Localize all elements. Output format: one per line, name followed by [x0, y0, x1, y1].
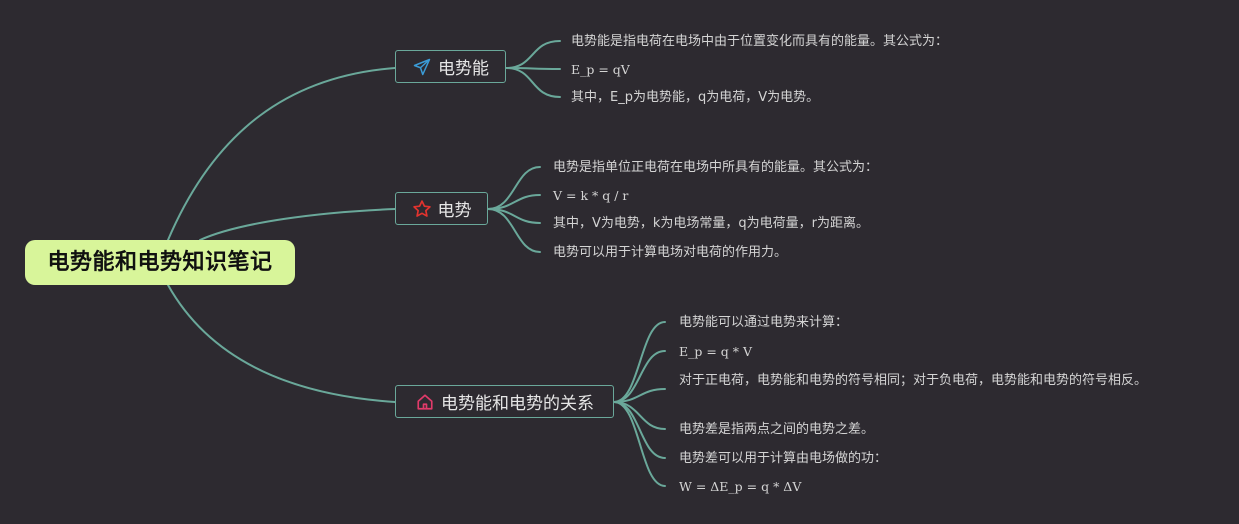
leaf-b2-2[interactable]: V = k * q / r — [553, 188, 629, 203]
leaf-b3-2[interactable]: E_p = q * V — [679, 344, 753, 359]
leaf-b3-6[interactable]: W = ΔE_p = q * ΔV — [679, 479, 802, 494]
branch-label: 电势能和电势的关系 — [441, 394, 594, 414]
leaf-b2-4[interactable]: 电势可以用于计算电场对电荷的作用力。 — [553, 245, 788, 260]
link-b1-leaf-3 — [505, 67, 561, 98]
link-b2-leaf-4 — [487, 208, 541, 253]
link-root-branch-1 — [167, 67, 396, 241]
leaf-b3-3[interactable]: 对于正电荷，电势能和电势的符号相同；对于负电荷，电势能和电势的符号相反。 — [679, 373, 1148, 388]
star-icon — [412, 199, 432, 219]
link-root-branch-2 — [199, 208, 396, 241]
leaf-b3-5[interactable]: 电势差可以用于计算由电场做的功： — [679, 451, 888, 466]
branch-relationship[interactable]: 电势能和电势的关系 — [395, 385, 614, 418]
link-root-branch-3 — [167, 284, 396, 403]
link-b3-leaf-5 — [613, 401, 666, 459]
leaf-b2-1[interactable]: 电势是指单位正电荷在电场中所具有的能量。其公式为： — [553, 160, 879, 175]
leaf-b1-1[interactable]: 电势能是指电荷在电场中由于位置变化而具有的能量。其公式为： — [571, 34, 949, 49]
branch-potential[interactable]: 电势 — [395, 192, 488, 225]
branch-label: 电势 — [437, 201, 472, 221]
paper-plane-icon — [412, 57, 432, 77]
leaf-b1-2[interactable]: E_p = qV — [571, 62, 630, 77]
leaf-b3-4[interactable]: 电势差是指两点之间的电势之差。 — [679, 422, 875, 437]
leaf-b1-3[interactable]: 其中，E_p为电势能，q为电荷，V为电势。 — [571, 90, 820, 105]
branch-potential-energy[interactable]: 电势能 — [395, 50, 506, 83]
home-icon — [415, 392, 435, 412]
leaf-b2-3[interactable]: 其中，V为电势，k为电场常量，q为电荷量，r为距离。 — [553, 216, 870, 231]
link-b3-leaf-1 — [613, 321, 666, 403]
link-b3-leaf-6 — [613, 401, 666, 487]
root-topic[interactable]: 电势能和电势知识笔记 — [25, 240, 295, 285]
link-b3-leaf-2 — [613, 350, 666, 403]
leaf-b3-1[interactable]: 电势能可以通过电势来计算： — [679, 315, 849, 330]
branch-label: 电势能 — [438, 59, 489, 79]
link-b1-leaf-1 — [505, 40, 561, 69]
